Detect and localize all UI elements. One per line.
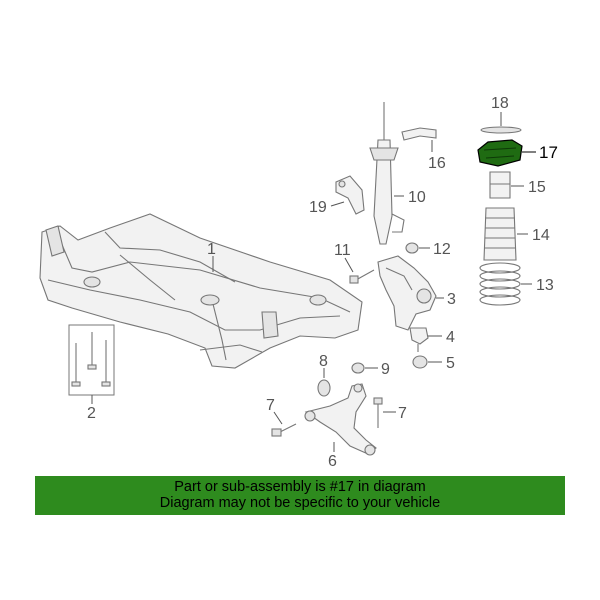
washer-part-18[interactable] (480, 126, 522, 134)
ball-joint-part-4[interactable] (409, 327, 429, 352)
callout-10: 10 (408, 189, 426, 206)
callout-19: 19 (309, 199, 327, 216)
callout-15: 15 (528, 179, 546, 196)
callout-7a: 7 (266, 397, 275, 414)
banner-line-2: Diagram may not be specific to your vehi… (159, 495, 441, 511)
part-info-banner: Part or sub-assembly is #17 in diagram D… (35, 476, 565, 515)
bolt-part-7-left[interactable] (271, 423, 297, 437)
nut-part-5[interactable] (412, 355, 428, 369)
banner-line-1: Part or sub-assembly is #17 in diagram (174, 479, 426, 495)
callout-13: 13 (536, 277, 554, 294)
nut-part-9[interactable] (351, 362, 365, 374)
callout-12: 12 (433, 241, 451, 258)
callout-17: 17 (539, 143, 558, 162)
callout-5: 5 (446, 355, 455, 372)
dust-boot-part-14[interactable] (483, 207, 517, 261)
bump-stop-part-15[interactable] (489, 171, 511, 199)
callout-8: 8 (319, 353, 328, 370)
bracket-part-19[interactable] (335, 175, 365, 215)
callout-7b: 7 (398, 405, 407, 422)
callout-3: 3 (447, 291, 456, 308)
bushing-part-8[interactable] (317, 379, 331, 397)
strut-part-10[interactable] (369, 102, 405, 245)
callout-2: 2 (87, 405, 96, 422)
bracket-part-16[interactable] (401, 127, 437, 141)
callout-11: 11 (334, 242, 351, 259)
bolt-part-11[interactable] (349, 269, 375, 284)
callout-4: 4 (446, 329, 455, 346)
control-arm-part-6[interactable] (304, 383, 377, 456)
callout-18: 18 (491, 95, 509, 112)
strut-mount-part-17[interactable] (477, 139, 523, 167)
coil-spring-part-13[interactable] (479, 262, 521, 306)
knuckle-part-3[interactable] (377, 255, 437, 331)
nut-part-12[interactable] (405, 242, 419, 254)
callout-16: 16 (428, 155, 446, 172)
subframe-part-1[interactable] (39, 213, 363, 369)
callout-14: 14 (532, 227, 550, 244)
bolt-part-7-right[interactable] (373, 397, 383, 428)
callout-6: 6 (328, 453, 337, 470)
bolt-set-part-2[interactable] (68, 324, 115, 396)
callout-1: 1 (207, 241, 216, 258)
callout-9: 9 (381, 361, 390, 378)
